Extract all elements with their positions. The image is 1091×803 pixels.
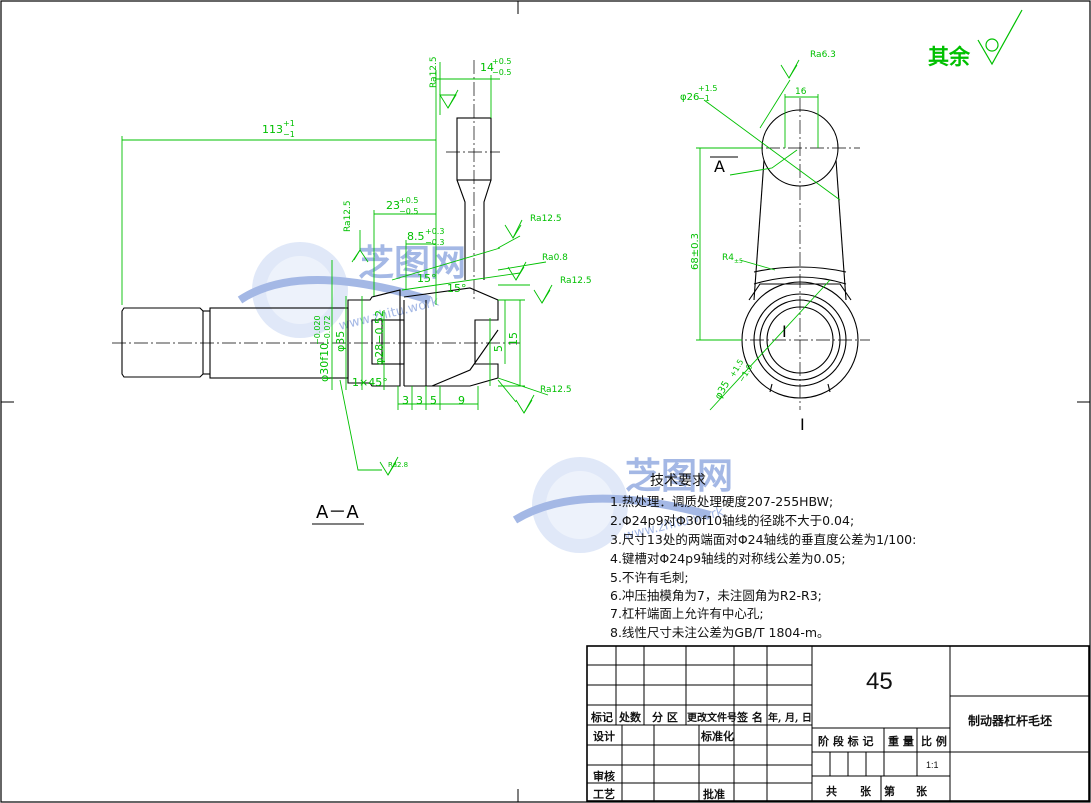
label-review: 审核 — [593, 770, 615, 783]
view-letter-a: A — [714, 157, 725, 176]
dim-68: 68±0.3 — [690, 233, 701, 270]
view-letters: A I I — [714, 157, 805, 434]
dim-14: 14 — [480, 61, 494, 74]
dim-23-tol-up: +0.5 — [399, 196, 418, 205]
label-standard: 标准化 — [701, 730, 734, 743]
ra-e: Ra12.5 — [540, 385, 572, 395]
dim-5b: 5 — [492, 345, 505, 352]
label-total: 共 — [826, 785, 837, 798]
label-design: 设计 — [593, 730, 615, 743]
label-weight: 重 量 — [888, 735, 914, 748]
scale-value: 1:1 — [926, 760, 939, 770]
dim-phi30: φ30f10 — [318, 343, 331, 382]
header-mark: 标记 — [591, 711, 613, 724]
dim-14-tol-up: +0.5 — [492, 57, 511, 66]
dim-angle-1: 15° — [417, 272, 437, 285]
finish-symbol — [977, 9, 1023, 66]
ra-d: Ra12.5 — [560, 276, 592, 286]
label-approve: 批准 — [703, 788, 725, 801]
requirement-item: 6.冲压抽模角为7，未注圆角为R2-R3; — [610, 588, 822, 603]
dim-phi35: φ35 — [334, 331, 347, 352]
header-date: 年, 月, 日 — [768, 713, 812, 724]
dim-15: 15 — [507, 332, 520, 346]
requirement-item: 2.Φ24p9对Φ30f10轴线的径跳不大于0.04; — [610, 513, 855, 528]
material-value: 45 — [866, 668, 893, 695]
label-process: 工艺 — [593, 788, 615, 801]
section-label: A－A — [316, 502, 359, 523]
dim-8-5-tol-dn: −0.3 — [425, 238, 444, 247]
dim-9: 9 — [458, 394, 465, 407]
dim-8-5: 8.5 — [407, 230, 425, 243]
label-ratio: 比 例 — [921, 735, 947, 748]
dim-14-tol-dn: −0.5 — [492, 68, 511, 77]
dim-phi26: φ26 — [680, 92, 699, 103]
section-dim-texts: 113 +1 −1 14 +0.5 −0.5 23 +0.5 −0.5 8.5 … — [262, 56, 592, 469]
dim-23: 23 — [386, 199, 400, 212]
ra-28: Ra2.8 — [388, 461, 408, 469]
dim-16: 16 — [795, 87, 807, 97]
dim-r: R4 — [722, 253, 734, 263]
header-zone: 分 区 — [652, 711, 678, 724]
ra-08: Ra0.8 — [542, 253, 568, 263]
dim-113-tol-up: +1 — [283, 119, 295, 128]
requirement-item: 3.尺寸13处的两端面对Φ24轴线的垂直度公差为1/100: — [610, 532, 917, 547]
watermark-brand-center: 芝图网 — [625, 456, 733, 497]
part-name: 制动器杠杆毛坯 — [968, 714, 1053, 728]
dim-5a: 5 — [430, 394, 437, 407]
ra-63: Ra6.3 — [810, 50, 836, 60]
dim-23-tol-dn: −0.5 — [399, 207, 418, 216]
label-stage: 阶 段 标 记 — [818, 735, 874, 748]
section-centerlines — [112, 60, 520, 344]
ra-a: Ra12.5 — [429, 56, 439, 88]
dim-113: 113 — [262, 123, 283, 136]
lever-centerlines — [728, 98, 870, 410]
label-page: 第 — [884, 785, 895, 798]
requirements-title: 技术要求 — [650, 473, 706, 489]
ra-c: Ra12.5 — [530, 214, 562, 224]
dim-phi35r: φ35 — [713, 379, 732, 401]
view-letter-i-bottom: I — [800, 415, 805, 434]
dim-phi26-tol-dn: −1 — [698, 94, 710, 103]
dim-3b: 3 — [416, 394, 423, 407]
dim-phi30-tol-up: −0.020 — [313, 315, 322, 345]
requirement-item: 1.热处理：调质处理硬度207-255HBW; — [610, 494, 834, 509]
label-sheets: 张 — [860, 785, 871, 798]
header-change-doc: 更改文件号 — [687, 713, 737, 724]
dim-angle-2: 15° — [447, 282, 467, 295]
dim-phi30-tol-dn: −0.072 — [323, 315, 332, 345]
header-sign: 签 名 — [737, 711, 763, 724]
title-block-grid — [586, 645, 1090, 802]
roughness-symbols — [351, 59, 800, 476]
dim-113-tol-dn: −1 — [283, 130, 295, 139]
label-sheets-2: 张 — [916, 785, 927, 798]
view-letter-i-top: I — [782, 322, 787, 341]
dim-3a: 3 — [402, 394, 409, 407]
requirement-item: 5.不许有毛刺; — [610, 570, 689, 585]
section-dimensions — [121, 62, 549, 471]
requirement-item: 8.线性尺寸未注公差为GB/T 1804-m。 — [610, 625, 830, 640]
finish-note-label: 其余 — [928, 45, 971, 69]
ra-b: Ra12.5 — [343, 200, 353, 232]
header-count: 处数 — [619, 711, 641, 724]
lever-dimensions — [696, 79, 841, 411]
dim-r-sub: ±5 — [734, 258, 743, 265]
dim-chamfer: 1×45° — [352, 376, 388, 389]
requirement-item: 7.杠杆端面上允许有中心孔; — [610, 606, 764, 621]
dim-phi26-tol-up: +1.5 — [698, 84, 717, 93]
requirement-item: 4.键槽对Φ24p9轴线的对称线公差为0.05; — [610, 551, 846, 566]
dim-phi28: φ28−0.52 — [373, 310, 386, 365]
dim-8-5-tol-up: +0.3 — [425, 227, 444, 236]
lever-dim-texts: φ26 +1.5 −1 16 68±0.3 R4 ±5 φ35 +1.5 −1.… — [680, 50, 836, 402]
watermark-left: 芝图网 www.zhitu.work — [237, 242, 466, 338]
